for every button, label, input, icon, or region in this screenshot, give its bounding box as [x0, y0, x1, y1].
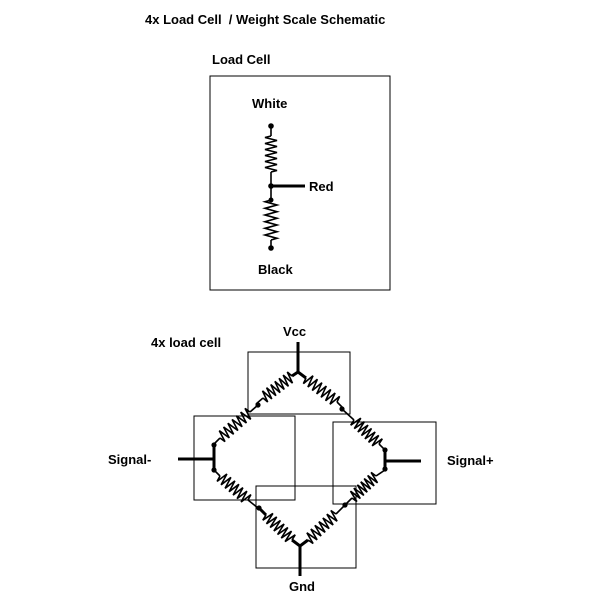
lower-resistor — [261, 199, 281, 241]
bridge-wire — [257, 506, 268, 517]
bridge-wire — [297, 370, 307, 380]
red-wire-label: Red — [309, 179, 334, 194]
bridge-wire — [291, 538, 301, 548]
load-cell-heading: Load Cell — [212, 52, 271, 67]
bridge-resistor-right-upper — [350, 417, 383, 447]
bridge-resistor-left-lower — [216, 473, 252, 503]
bridge-wire — [299, 538, 309, 548]
bridge-resistor-bottom-right — [306, 509, 338, 545]
bridge-wire — [291, 370, 299, 378]
bridge-wire — [335, 505, 345, 515]
bridge-resistor-bottom-left — [262, 512, 296, 543]
bridge-wire — [344, 497, 353, 506]
bridge-wire — [213, 469, 221, 477]
signal-minus-label: Signal- — [108, 452, 151, 467]
bridge-heading: 4x load cell — [151, 335, 221, 350]
bridge-wire — [341, 408, 355, 421]
bridge-resistor-top-left — [261, 371, 294, 403]
bridge-wire — [247, 499, 259, 509]
black-wire-label: Black — [258, 262, 293, 277]
upper-resistor — [264, 135, 278, 173]
bridge-wire — [378, 443, 386, 451]
diagram-title: 4x Load Cell / Weight Scale Schematic — [145, 12, 385, 27]
cell-box-bottom — [255, 485, 357, 569]
black-terminal — [268, 245, 274, 251]
signal-plus-label: Signal+ — [447, 453, 494, 468]
load-cell-box — [209, 75, 391, 291]
bridge-resistor-right-lower — [349, 471, 379, 503]
bridge-resistor-left-upper — [218, 407, 252, 443]
bridge-wire — [249, 404, 259, 413]
gnd-label: Gnd — [289, 579, 315, 594]
cell-box-right — [332, 421, 437, 505]
white-wire-label: White — [252, 96, 287, 111]
bridge-resistor-top-right — [302, 375, 341, 405]
vcc-label: Vcc — [283, 324, 306, 339]
